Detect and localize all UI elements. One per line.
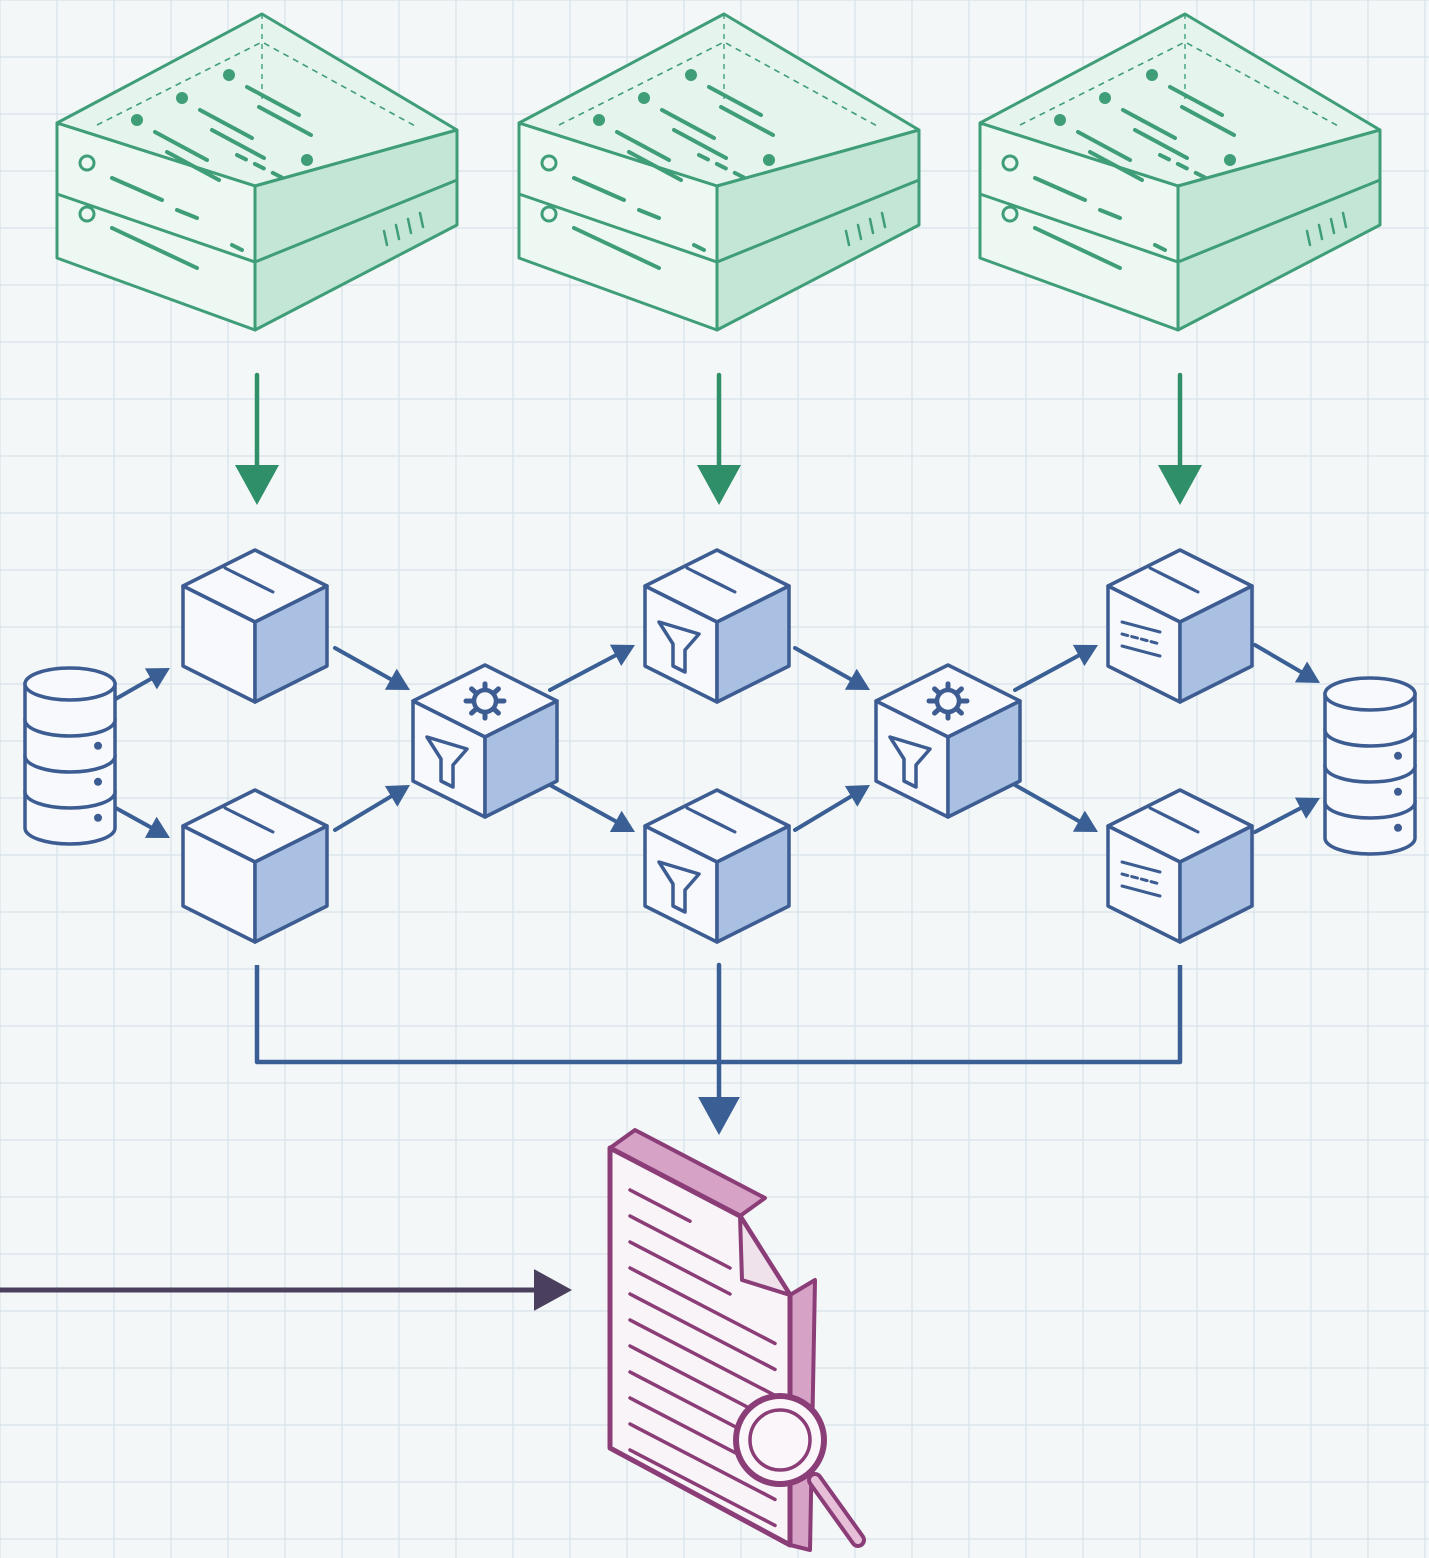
report-magnifier-icon bbox=[607, 1128, 817, 1552]
server-arrow-1 bbox=[235, 372, 279, 505]
arrow-process-to-output-top bbox=[1013, 644, 1098, 692]
source-servers bbox=[55, 12, 1382, 332]
flow-arrows bbox=[0, 372, 1320, 1311]
server-icon bbox=[978, 12, 1382, 332]
output-node-bottom bbox=[1106, 788, 1254, 944]
arrow-process-to-filter-bottom bbox=[548, 783, 635, 832]
arrow-merge-to-report bbox=[698, 962, 740, 1135]
inspection-report bbox=[607, 1128, 866, 1552]
processing-nodes bbox=[181, 548, 1254, 944]
server-icon bbox=[517, 12, 921, 332]
source-server-2 bbox=[517, 12, 921, 332]
database-icon bbox=[1323, 676, 1417, 856]
process-node-2 bbox=[874, 663, 1022, 819]
ingest-node-top bbox=[181, 548, 329, 704]
document-icon bbox=[181, 788, 329, 944]
server-arrow-2 bbox=[697, 372, 741, 505]
source-database bbox=[23, 666, 117, 846]
ingest-node-bottom bbox=[181, 788, 329, 944]
filter-icon bbox=[643, 788, 791, 944]
arrow-output-top-to-db bbox=[1253, 643, 1320, 683]
filter-node-bottom bbox=[643, 788, 791, 944]
document-icon bbox=[1106, 548, 1254, 704]
arrow-output-bottom-to-db bbox=[1253, 797, 1320, 834]
database-icon bbox=[23, 666, 117, 846]
arrow-ingest-bottom-to-process bbox=[333, 785, 410, 832]
arrow-external-input-to-report bbox=[0, 1269, 572, 1311]
document-icon bbox=[1106, 788, 1254, 944]
gear-filter-icon bbox=[874, 663, 1022, 819]
filter-icon bbox=[643, 548, 791, 704]
arrow-filter-top-to-process bbox=[793, 646, 870, 690]
output-node-top bbox=[1106, 548, 1254, 704]
arrow-process-to-filter-top bbox=[548, 644, 635, 692]
filter-node-top bbox=[643, 548, 791, 704]
target-database bbox=[1323, 676, 1417, 856]
server-icon bbox=[55, 12, 459, 332]
arrow-filter-bottom-to-process bbox=[793, 785, 870, 832]
source-server-3 bbox=[978, 12, 1382, 332]
document-icon bbox=[181, 548, 329, 704]
databases bbox=[23, 666, 1417, 856]
arrow-ingest-top-to-process bbox=[333, 646, 410, 690]
magnifier-icon bbox=[733, 1393, 866, 1548]
source-server-1 bbox=[55, 12, 459, 332]
process-node-1 bbox=[411, 663, 559, 819]
arrow-process-to-output-bottom bbox=[1013, 783, 1098, 832]
server-arrow-3 bbox=[1158, 372, 1202, 505]
gear-filter-icon bbox=[411, 663, 559, 819]
